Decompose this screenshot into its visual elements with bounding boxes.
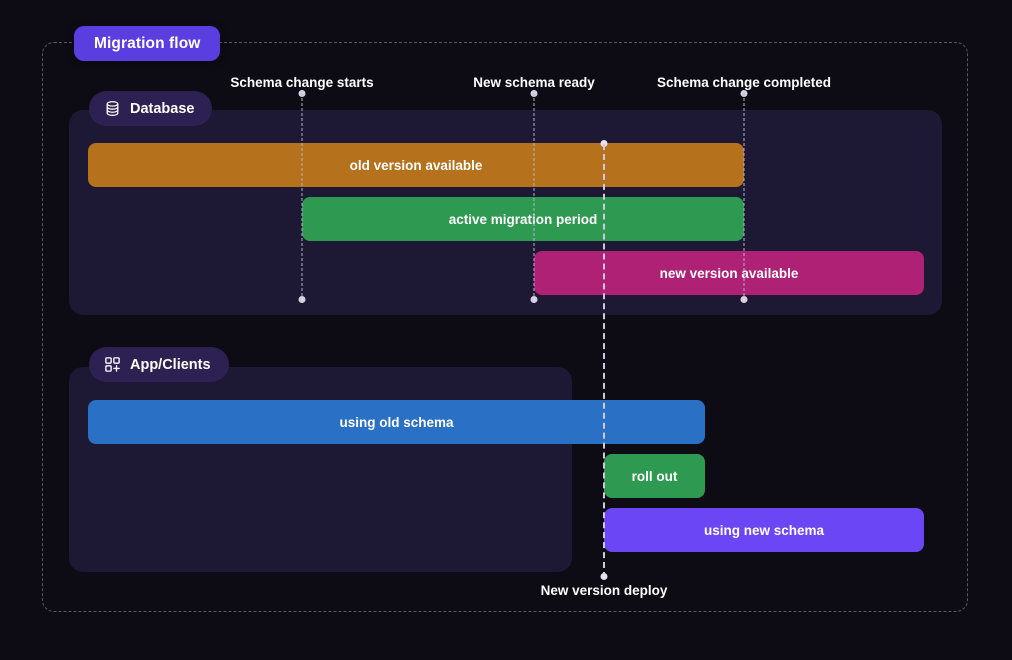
marker-label: Schema change completed	[656, 75, 832, 90]
bar-new-version-available: new version available	[534, 251, 924, 295]
bar-label: roll out	[631, 468, 678, 484]
lane-chip-database-label: Database	[130, 100, 195, 117]
marker-dot-bottom	[740, 296, 748, 303]
marker-line	[533, 93, 535, 296]
marker-dot-bottom	[298, 296, 306, 303]
lane-chip-database: Database	[89, 91, 213, 126]
bar-roll-out: roll out	[604, 454, 705, 498]
marker-new-version-deploy-label: New version deploy	[540, 583, 668, 598]
migration-flow-title-label: Migration flow	[94, 34, 201, 52]
marker-label: Schema change starts	[230, 75, 374, 90]
migration-flow-frame	[42, 42, 968, 612]
bar-label: using new schema	[703, 522, 825, 538]
marker-label: New schema ready	[473, 75, 595, 90]
bar-old-version-available: old version available	[88, 143, 744, 187]
marker-dot-bottom	[530, 296, 538, 303]
database-icon	[104, 100, 121, 117]
lane-chip-app-clients: App/Clients	[89, 347, 229, 382]
app-grid-plus-icon	[104, 356, 121, 373]
marker-line	[603, 144, 605, 578]
bar-using-old-schema: using old schema	[88, 400, 705, 444]
bar-label: active migration period	[448, 211, 598, 227]
bar-active-migration-period: active migration period	[302, 197, 744, 241]
migration-flow-title-badge: Migration flow	[74, 26, 221, 61]
marker-line	[301, 93, 303, 296]
bar-label: new version available	[659, 265, 799, 281]
marker-line	[743, 93, 745, 296]
marker-dot-top	[600, 140, 608, 147]
bar-using-new-schema: using new schema	[604, 508, 924, 552]
marker-dot-bottom	[600, 573, 608, 580]
lane-panel-app-clients	[69, 367, 572, 572]
bar-label: using old schema	[339, 414, 454, 430]
lane-chip-app-clients-label: App/Clients	[130, 356, 211, 373]
bar-label: old version available	[349, 157, 483, 173]
